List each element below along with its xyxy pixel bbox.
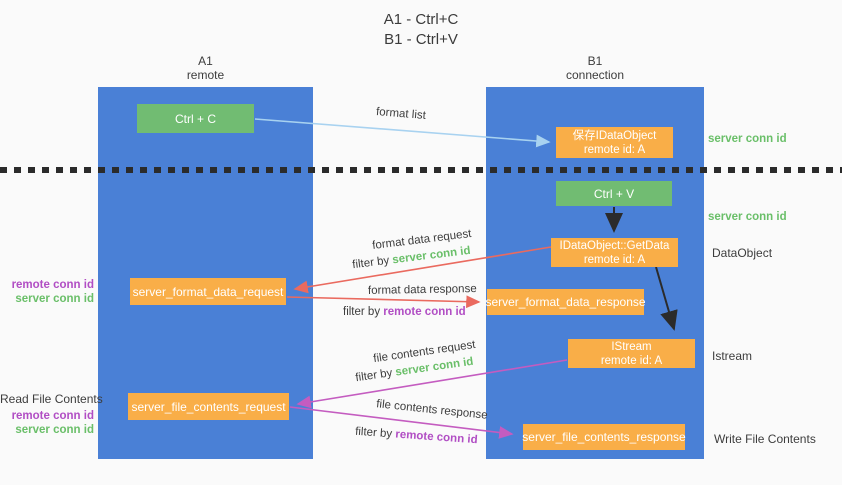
node-server-file-contents-request: server_file_contents_request bbox=[128, 393, 289, 420]
column-b1-header: B1 connection bbox=[486, 54, 704, 82]
filter-by-text: filter by bbox=[343, 306, 384, 318]
remote-conn-id-text: remote conn id bbox=[394, 428, 478, 447]
left-label-server-conn-id-2: server conn id bbox=[15, 424, 94, 436]
node-server-file-contents-response-label: server_file_contents_response bbox=[522, 430, 686, 444]
node-getdata-line2: remote id: A bbox=[583, 253, 646, 266]
node-server-file-contents-response: server_file_contents_response bbox=[522, 424, 686, 450]
node-server-format-data-request-label: server_format_data_request bbox=[132, 284, 284, 299]
node-istream-line2: remote id: A bbox=[600, 354, 663, 367]
node-ctrl-c: Ctrl + C bbox=[137, 104, 254, 133]
node-server-format-data-request: server_format_data_request bbox=[130, 278, 286, 305]
arrow-format-data-response bbox=[286, 295, 481, 309]
node-istream: IStream remote id: A bbox=[568, 339, 695, 368]
title-line-1: A1 - Ctrl+C bbox=[383, 11, 459, 28]
column-b1-subtitle: connection bbox=[565, 68, 625, 82]
node-ctrl-v: Ctrl + V bbox=[556, 181, 672, 206]
column-a1-subtitle: remote bbox=[186, 68, 225, 82]
node-ctrl-v-label: Ctrl + V bbox=[593, 186, 635, 201]
filter-by-text: filter by bbox=[351, 254, 394, 272]
column-a1-header: A1 remote bbox=[98, 54, 313, 82]
node-save-idataobject-line1: 保存IDataObject bbox=[572, 129, 657, 142]
filter-by-text: filter by bbox=[354, 366, 397, 385]
label-file-contents-response: file contents response bbox=[375, 398, 489, 422]
node-getdata-line1: IDataObject::GetData bbox=[559, 239, 670, 252]
right-label-server-conn-id-mid: server conn id bbox=[708, 211, 787, 223]
node-save-idataobject-line2: remote id: A bbox=[583, 143, 646, 156]
label-filter-by-remote-conn-id-2: filter by remote conn id bbox=[355, 426, 478, 447]
label-filter-by-server-conn-id-1: filter by server conn id bbox=[352, 245, 471, 271]
machine-boundary-separator bbox=[0, 167, 842, 173]
node-server-file-contents-request-label: server_file_contents_request bbox=[131, 399, 286, 414]
label-filter-by-remote-conn-id-1: filter by remote conn id bbox=[343, 306, 466, 318]
node-server-format-data-response: server_format_data_response bbox=[485, 289, 646, 315]
title-line-2: B1 - Ctrl+V bbox=[384, 31, 458, 48]
remote-conn-id-text: remote conn id bbox=[383, 306, 466, 318]
node-idataobject-getdata: IDataObject::GetData remote id: A bbox=[551, 238, 678, 267]
diagram-title: A1 - Ctrl+C B1 - Ctrl+V bbox=[0, 10, 842, 50]
left-label-read-file-contents: Read File Contents bbox=[0, 392, 103, 406]
node-ctrl-c-label: Ctrl + C bbox=[174, 111, 216, 126]
label-format-data-response: format data response bbox=[367, 283, 477, 297]
right-label-write-file-contents: Write File Contents bbox=[714, 432, 816, 446]
node-server-format-data-response-label: server_format_data_response bbox=[485, 295, 646, 309]
right-label-istream: Istream bbox=[712, 349, 753, 363]
label-format-list: format list bbox=[375, 106, 427, 122]
column-a1-name: A1 bbox=[198, 54, 213, 68]
left-label-server-conn-id-1: server conn id bbox=[15, 293, 94, 305]
right-label-server-conn-id-top: server conn id bbox=[708, 133, 787, 145]
right-label-dataobject: DataObject bbox=[712, 246, 773, 260]
node-save-idataobject: 保存IDataObject remote id: A bbox=[556, 127, 673, 158]
left-label-remote-conn-id-1: remote conn id bbox=[11, 279, 94, 291]
left-label-remote-conn-id-2: remote conn id bbox=[11, 410, 94, 422]
filter-by-text: filter by bbox=[354, 425, 396, 441]
column-b1-name: B1 bbox=[587, 54, 603, 68]
node-istream-line1: IStream bbox=[611, 340, 652, 353]
